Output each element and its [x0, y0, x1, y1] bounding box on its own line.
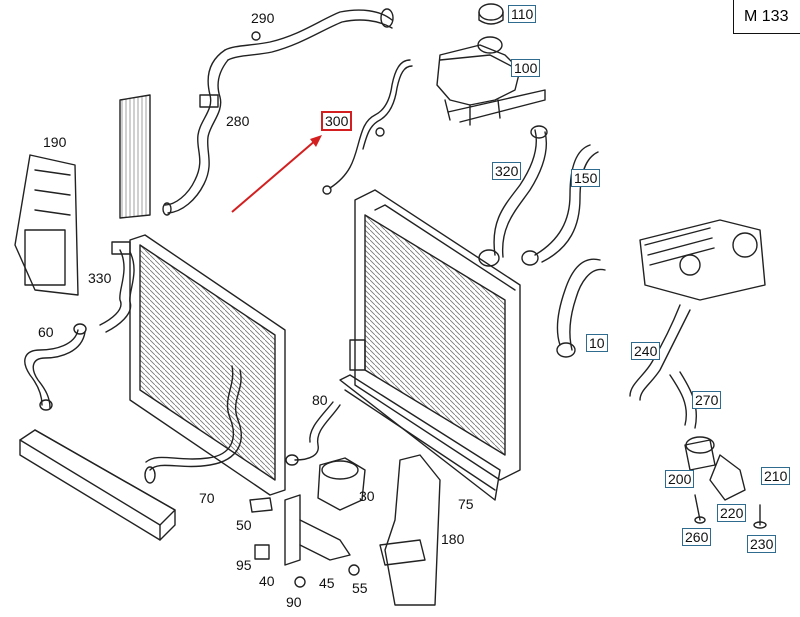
label-230[interactable]: 230: [747, 535, 777, 553]
hose-320: [493, 129, 537, 256]
model-title: M 133: [733, 0, 800, 34]
intercooler: [19, 429, 176, 526]
air-duct-180: [384, 454, 441, 606]
condenser: [139, 244, 276, 481]
label-60: 60: [38, 324, 54, 340]
oil-cooler: [639, 219, 766, 301]
label-75: 75: [458, 496, 474, 512]
label-270[interactable]: 270: [692, 391, 722, 409]
hose-290: [224, 9, 393, 51]
bracket-40: [284, 494, 301, 566]
label-45: 45: [319, 575, 335, 591]
label-240[interactable]: 240: [631, 342, 661, 360]
label-330: 330: [88, 270, 112, 286]
water-pump: [317, 457, 366, 511]
label-100[interactable]: 100: [511, 59, 541, 77]
hose-70: [149, 369, 242, 471]
hose-80: [294, 404, 341, 461]
label-320[interactable]: 320: [492, 162, 522, 180]
label-300[interactable]: 300: [321, 111, 353, 131]
main-radiator: [364, 214, 506, 456]
hose-60: [24, 329, 79, 406]
label-10[interactable]: 10: [586, 334, 608, 352]
expansion-tank: [436, 44, 521, 106]
label-290: 290: [251, 10, 275, 26]
label-55: 55: [352, 580, 368, 596]
radiator-part-190: [119, 94, 151, 219]
coolant-line-300: [329, 59, 411, 189]
label-280: 280: [226, 113, 250, 129]
hose-330: [99, 249, 125, 326]
label-150[interactable]: 150: [571, 169, 601, 187]
label-50: 50: [236, 517, 252, 533]
label-30: 30: [359, 488, 375, 504]
highlight-arrow: [231, 135, 322, 213]
hose-150: [534, 144, 591, 256]
hose-240: [639, 309, 691, 401]
label-80: 80: [312, 392, 328, 408]
label-190: 190: [43, 134, 67, 150]
label-200[interactable]: 200: [665, 470, 695, 488]
hose-270: [669, 374, 687, 426]
label-40: 40: [259, 573, 275, 589]
label-180: 180: [441, 531, 465, 547]
label-95: 95: [236, 557, 252, 573]
label-210[interactable]: 210: [761, 467, 791, 485]
label-220[interactable]: 220: [717, 504, 747, 522]
label-70: 70: [199, 490, 215, 506]
label-260[interactable]: 260: [682, 528, 712, 546]
label-90: 90: [286, 594, 302, 610]
label-110[interactable]: 110: [508, 5, 537, 23]
fitting-200: [684, 439, 716, 471]
hose-10: [556, 258, 601, 346]
lower-cover-75: [339, 374, 501, 501]
